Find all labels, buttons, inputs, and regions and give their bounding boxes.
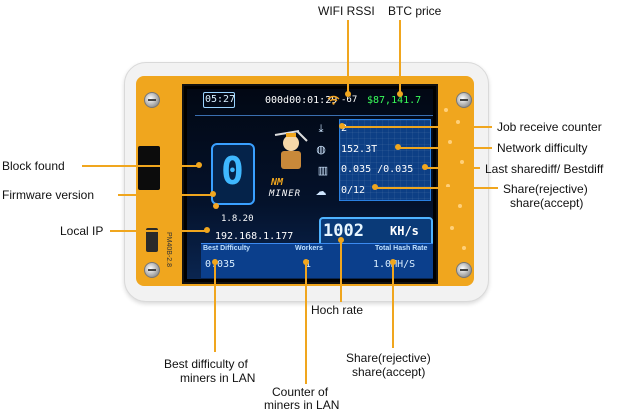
last-best-diff-readout: 0.035 /0.035: [341, 164, 414, 175]
callout-dot-share-right: [372, 184, 378, 190]
best-difficulty-label: Best Difficulty: [203, 245, 251, 252]
screw-icon: [456, 262, 472, 278]
network-difficulty-readout: 152.3T: [341, 144, 378, 155]
label-network-difficulty: Network difficulty: [497, 141, 588, 155]
callout-line-btc: [399, 20, 401, 94]
screw-icon: [456, 92, 472, 108]
hashrate-unit: KH/s: [390, 224, 419, 238]
pcb-pads: [440, 100, 470, 260]
total-hash-rate-label: Total Hash Rate: [375, 245, 428, 252]
label-local-ip: Local IP: [60, 224, 104, 238]
label-best-diff-lan-2: miners in LAN: [180, 371, 256, 385]
callout-dot-share-bottom: [390, 259, 396, 265]
callout-dot-ip: [204, 227, 210, 233]
uptime-readout: 000d00:01:29: [265, 95, 338, 106]
label-share-bottom-2: share(accept): [352, 365, 426, 379]
board-label: PM40B-2.8: [165, 232, 172, 268]
label-counter-lan-1: Counter of: [272, 385, 329, 399]
callout-dot-block: [196, 162, 202, 168]
firmware-readout: 1.8.20: [221, 214, 254, 224]
label-firmware-version: Firmware version: [2, 188, 95, 202]
firmware-marker: [213, 203, 219, 209]
callout-dot-firmware: [210, 191, 216, 197]
logo-text-bottom: MINER: [269, 189, 302, 199]
header-divider: [195, 115, 433, 116]
callout-line-netdiff: [398, 147, 492, 149]
job-counter-readout: 2: [341, 123, 348, 134]
miner-logo: [274, 130, 308, 169]
callout-line-ip: [110, 230, 206, 232]
block-found-readout: 0: [221, 149, 244, 193]
screw-icon: [144, 92, 160, 108]
callout-dot-bestdiff-lan: [212, 259, 218, 265]
best-difficulty-value: 0.035: [205, 259, 236, 270]
label-counter-lan-2: miners in LAN: [264, 398, 340, 412]
callout-line-share-right: [375, 187, 498, 189]
callout-dot-counter-lan: [303, 259, 309, 265]
btc-price-readout: $87,141.7: [367, 95, 422, 106]
shares-readout: 0/12: [341, 185, 366, 196]
callout-line-wifi: [347, 20, 349, 94]
clock-frame: [203, 92, 235, 108]
label-best-diff-lan-1: Best difficulty of: [164, 357, 248, 371]
local-ip-readout: 192.168.1.177: [215, 231, 294, 242]
callout-line-hashrate: [340, 240, 342, 302]
callout-line-job: [342, 126, 492, 128]
lcd-surface: 05:27 000d00:01:29 -67 $87,141.7 0 1.8.2…: [187, 89, 433, 279]
stats-panel: [339, 119, 431, 201]
callout-dot-btc: [397, 91, 403, 97]
label-block-found: Block found: [2, 159, 65, 173]
callout-dot-netdiff: [395, 144, 401, 150]
usb-connector: [138, 146, 160, 190]
label-hash-rate: Hoch rate: [311, 303, 364, 317]
download-icon: ⤓: [318, 123, 324, 135]
workers-value: 1: [305, 259, 312, 270]
callout-line-bestdiff-lan: [214, 262, 216, 352]
block-found-frame: [211, 143, 255, 205]
button-connector: [146, 228, 158, 252]
hashrate-readout: 1002: [323, 221, 364, 241]
callout-dot-job: [339, 123, 345, 129]
label-share-right-1: Share(rejective): [503, 182, 588, 196]
label-share-right-2: share(accept): [510, 196, 584, 210]
clock-readout: 05:27: [205, 94, 236, 105]
callout-line-block: [82, 165, 198, 167]
callout-dot-lastbest: [422, 164, 428, 170]
label-job-receive: Job receive counter: [497, 120, 602, 134]
chart-icon: ▥: [317, 165, 329, 177]
wifi-icon: [327, 95, 340, 105]
label-btc-price: BTC price: [388, 4, 442, 18]
logo-text-top: NM: [271, 177, 284, 188]
globe-icon: ◍: [316, 144, 326, 156]
cloud-upload-icon: ☁: [315, 186, 327, 198]
callout-line-lastbest: [425, 167, 480, 169]
label-share-bottom-1: Share(rejective): [346, 351, 431, 365]
workers-label: Workers: [295, 245, 323, 252]
callout-dot-hashrate: [338, 237, 344, 243]
callout-dot-wifi: [345, 91, 351, 97]
rssi-readout: -67: [341, 95, 358, 105]
callout-line-share-bottom: [392, 262, 394, 348]
lcd-screen: 05:27 000d00:01:29 -67 $87,141.7 0 1.8.2…: [182, 84, 438, 284]
callout-line-counter-lan: [305, 262, 307, 384]
lan-stats-panel: [201, 243, 433, 278]
callout-line-firmware: [118, 194, 212, 196]
screw-icon: [144, 262, 160, 278]
label-wifi-rssi: WIFI RSSI: [318, 4, 375, 18]
label-last-best: Last sharediff/ Bestdiff: [485, 162, 604, 176]
